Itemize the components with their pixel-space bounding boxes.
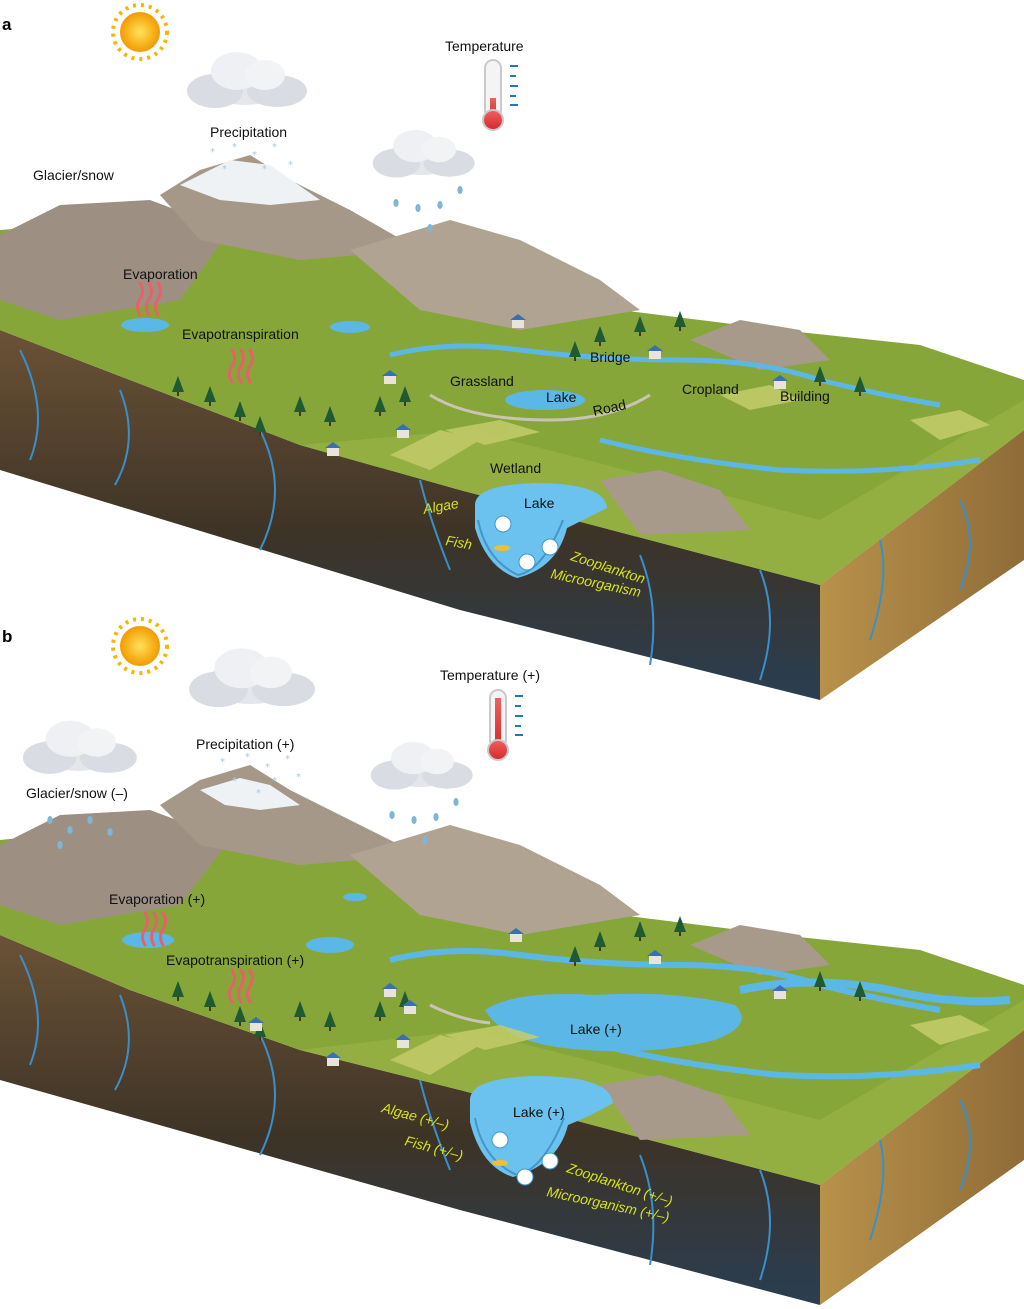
cloud-icon xyxy=(189,648,316,708)
fish-label: Fish xyxy=(444,532,473,552)
soil-front-face xyxy=(0,330,820,700)
svg-text:*: * xyxy=(288,160,293,171)
mountain-range xyxy=(0,155,830,535)
svg-text:*: * xyxy=(232,142,237,153)
svg-text:*: * xyxy=(285,754,290,765)
road-label: Road xyxy=(591,396,627,419)
soil-side-face xyxy=(820,430,1024,700)
panel-b: b xyxy=(0,617,1024,1305)
evapotranspiration-label: Evapotranspiration xyxy=(182,326,299,342)
building-label: Building xyxy=(780,388,830,404)
water-bodies xyxy=(122,893,1011,1080)
evaporation-label: Evaporation xyxy=(123,266,198,282)
zooplankton-icon xyxy=(541,1152,559,1170)
glacier-label: Glacier/snow (–) xyxy=(26,785,128,801)
sun-icon xyxy=(111,617,169,675)
soil-front-face xyxy=(0,935,820,1305)
lake-main-label: Lake xyxy=(524,495,555,511)
svg-text:*: * xyxy=(296,772,301,783)
road xyxy=(429,1003,491,1025)
wetland-label: Wetland xyxy=(490,460,541,476)
svg-text:*: * xyxy=(262,164,267,175)
algae-icon xyxy=(494,515,512,533)
cropland-fields xyxy=(390,1015,990,1075)
panel-a-letter: a xyxy=(2,15,12,34)
microorganism-icon xyxy=(516,1168,534,1186)
lake-cross-section xyxy=(475,483,607,578)
cropland-fields xyxy=(390,385,990,470)
rain-cloud-icon xyxy=(370,741,473,790)
panel-a: a xyxy=(0,3,1024,700)
temperature-label: Temperature xyxy=(445,38,524,54)
rain-cloud-icon xyxy=(372,129,475,178)
svg-text:*: * xyxy=(210,147,215,158)
precipitation-label: Precipitation xyxy=(210,124,287,140)
zooplankton-icon xyxy=(541,538,559,556)
snowfall: **** **** xyxy=(220,752,301,799)
svg-text:*: * xyxy=(272,776,277,787)
svg-text:*: * xyxy=(256,788,261,799)
lake-cross-section xyxy=(470,1076,613,1186)
evapotranspiration-label: Evapotranspiration (+) xyxy=(166,952,304,968)
road xyxy=(429,393,651,422)
precipitation-label: Precipitation (+) xyxy=(196,736,294,752)
lake-upper-label: Lake (+) xyxy=(570,1021,622,1037)
cloud-icon xyxy=(187,52,307,108)
grassland-label: Grassland xyxy=(450,373,514,389)
lake-main-label: Lake (+) xyxy=(513,1104,565,1120)
svg-text:*: * xyxy=(232,776,237,787)
svg-text:*: * xyxy=(245,752,250,763)
fish-icon xyxy=(494,545,510,551)
bridge-label: Bridge xyxy=(590,349,631,365)
microorganism-icon xyxy=(518,553,536,571)
temperature-label: Temperature (+) xyxy=(440,667,540,683)
groundwater-channels xyxy=(19,349,971,681)
evaporation-label: Evaporation (+) xyxy=(109,891,205,907)
thermometer-icon xyxy=(487,689,523,761)
panel-b-letter: b xyxy=(2,627,12,646)
lake-upper-label: Lake xyxy=(546,389,577,405)
thermometer-icon xyxy=(482,59,518,131)
glacier-label: Glacier/snow xyxy=(33,167,115,183)
svg-text:*: * xyxy=(222,164,227,175)
water-bodies xyxy=(121,318,981,474)
sun-icon xyxy=(111,3,169,61)
algae-label: Algae xyxy=(421,495,460,517)
groundwater-channels xyxy=(19,954,971,1281)
svg-text:*: * xyxy=(265,762,270,773)
algae-icon xyxy=(491,1131,509,1149)
snowfall: * * * * * * * xyxy=(210,142,293,175)
fish-icon xyxy=(492,1160,508,1166)
svg-text:*: * xyxy=(252,150,257,161)
svg-text:*: * xyxy=(272,142,277,153)
cropland-label: Cropland xyxy=(682,381,739,397)
cloud-icon xyxy=(22,720,137,774)
svg-text:*: * xyxy=(220,757,225,768)
mountain-range xyxy=(0,765,830,1140)
